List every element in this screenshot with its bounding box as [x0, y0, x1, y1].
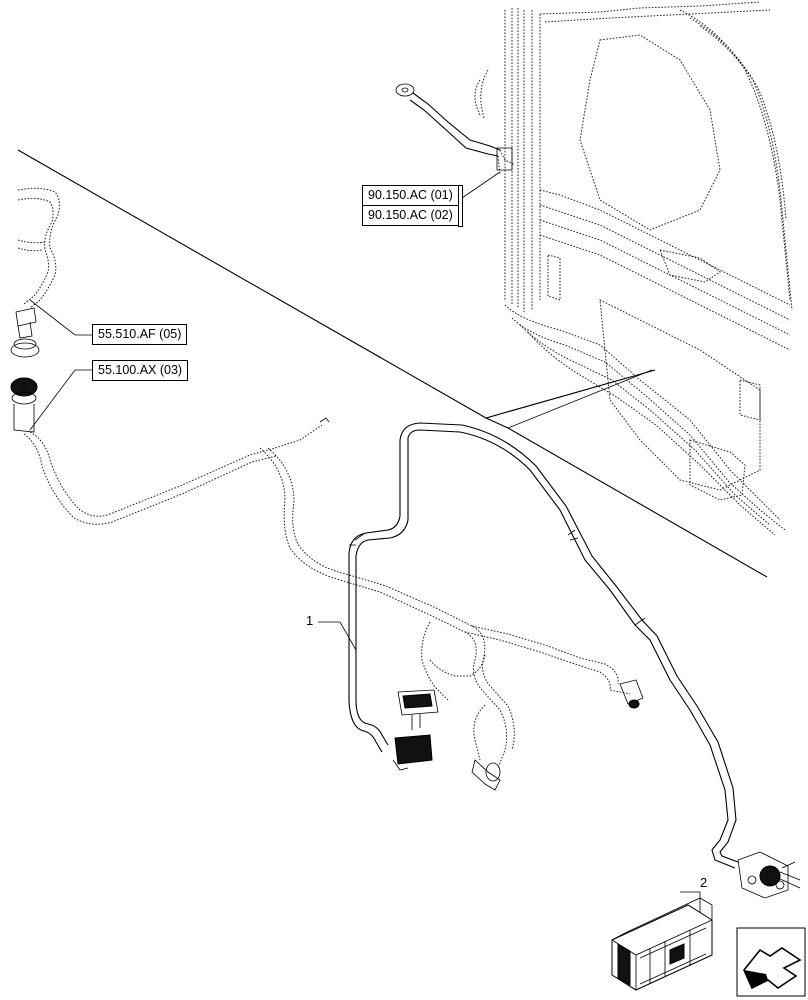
- main-harness: [259, 447, 644, 791]
- ref-bracket: [458, 185, 463, 227]
- ref-label-90150ac-01[interactable]: 90.150.AC (01): [362, 185, 459, 206]
- ref-label-55510af-05[interactable]: 55.510.AF (05): [92, 324, 188, 345]
- main-cable-item-1: [348, 422, 739, 869]
- ref-label-55100ax-03[interactable]: 55.100.AX (03): [92, 360, 189, 381]
- pointer-line: [507, 369, 653, 429]
- item-number-1: 1: [306, 613, 314, 628]
- leader-lines: [29, 171, 701, 912]
- right-terminal: [737, 851, 801, 899]
- center-connector: [392, 689, 439, 771]
- arrow-back-icon[interactable]: [736, 927, 806, 997]
- section-divider-line: [17, 149, 768, 578]
- battery-cable: [395, 69, 516, 176]
- ref-label-90150ac-02[interactable]: 90.150.AC (02): [362, 205, 459, 226]
- cab-structure: [504, 1, 793, 536]
- crate-icon: [611, 897, 713, 991]
- item-number-2: 2: [700, 875, 708, 890]
- left-harness: [10, 187, 330, 525]
